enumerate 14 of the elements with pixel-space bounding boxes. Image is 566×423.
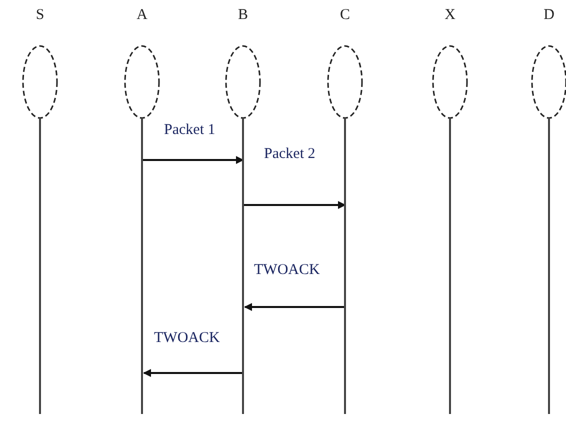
node-label: A bbox=[136, 6, 148, 24]
node-label: X bbox=[444, 6, 456, 24]
message-arrow bbox=[143, 369, 244, 377]
message-arrow bbox=[244, 303, 346, 311]
lifeline-node bbox=[430, 6, 470, 412]
node-label: D bbox=[542, 6, 556, 24]
node-label: C bbox=[338, 6, 351, 24]
lifeline-node bbox=[325, 6, 365, 412]
message-arrow bbox=[143, 156, 244, 164]
message-arrow bbox=[244, 201, 346, 209]
lifeline-node bbox=[529, 6, 566, 412]
lifeline-node bbox=[20, 6, 60, 412]
node-label: B bbox=[236, 6, 249, 24]
node-label: S bbox=[34, 6, 46, 24]
